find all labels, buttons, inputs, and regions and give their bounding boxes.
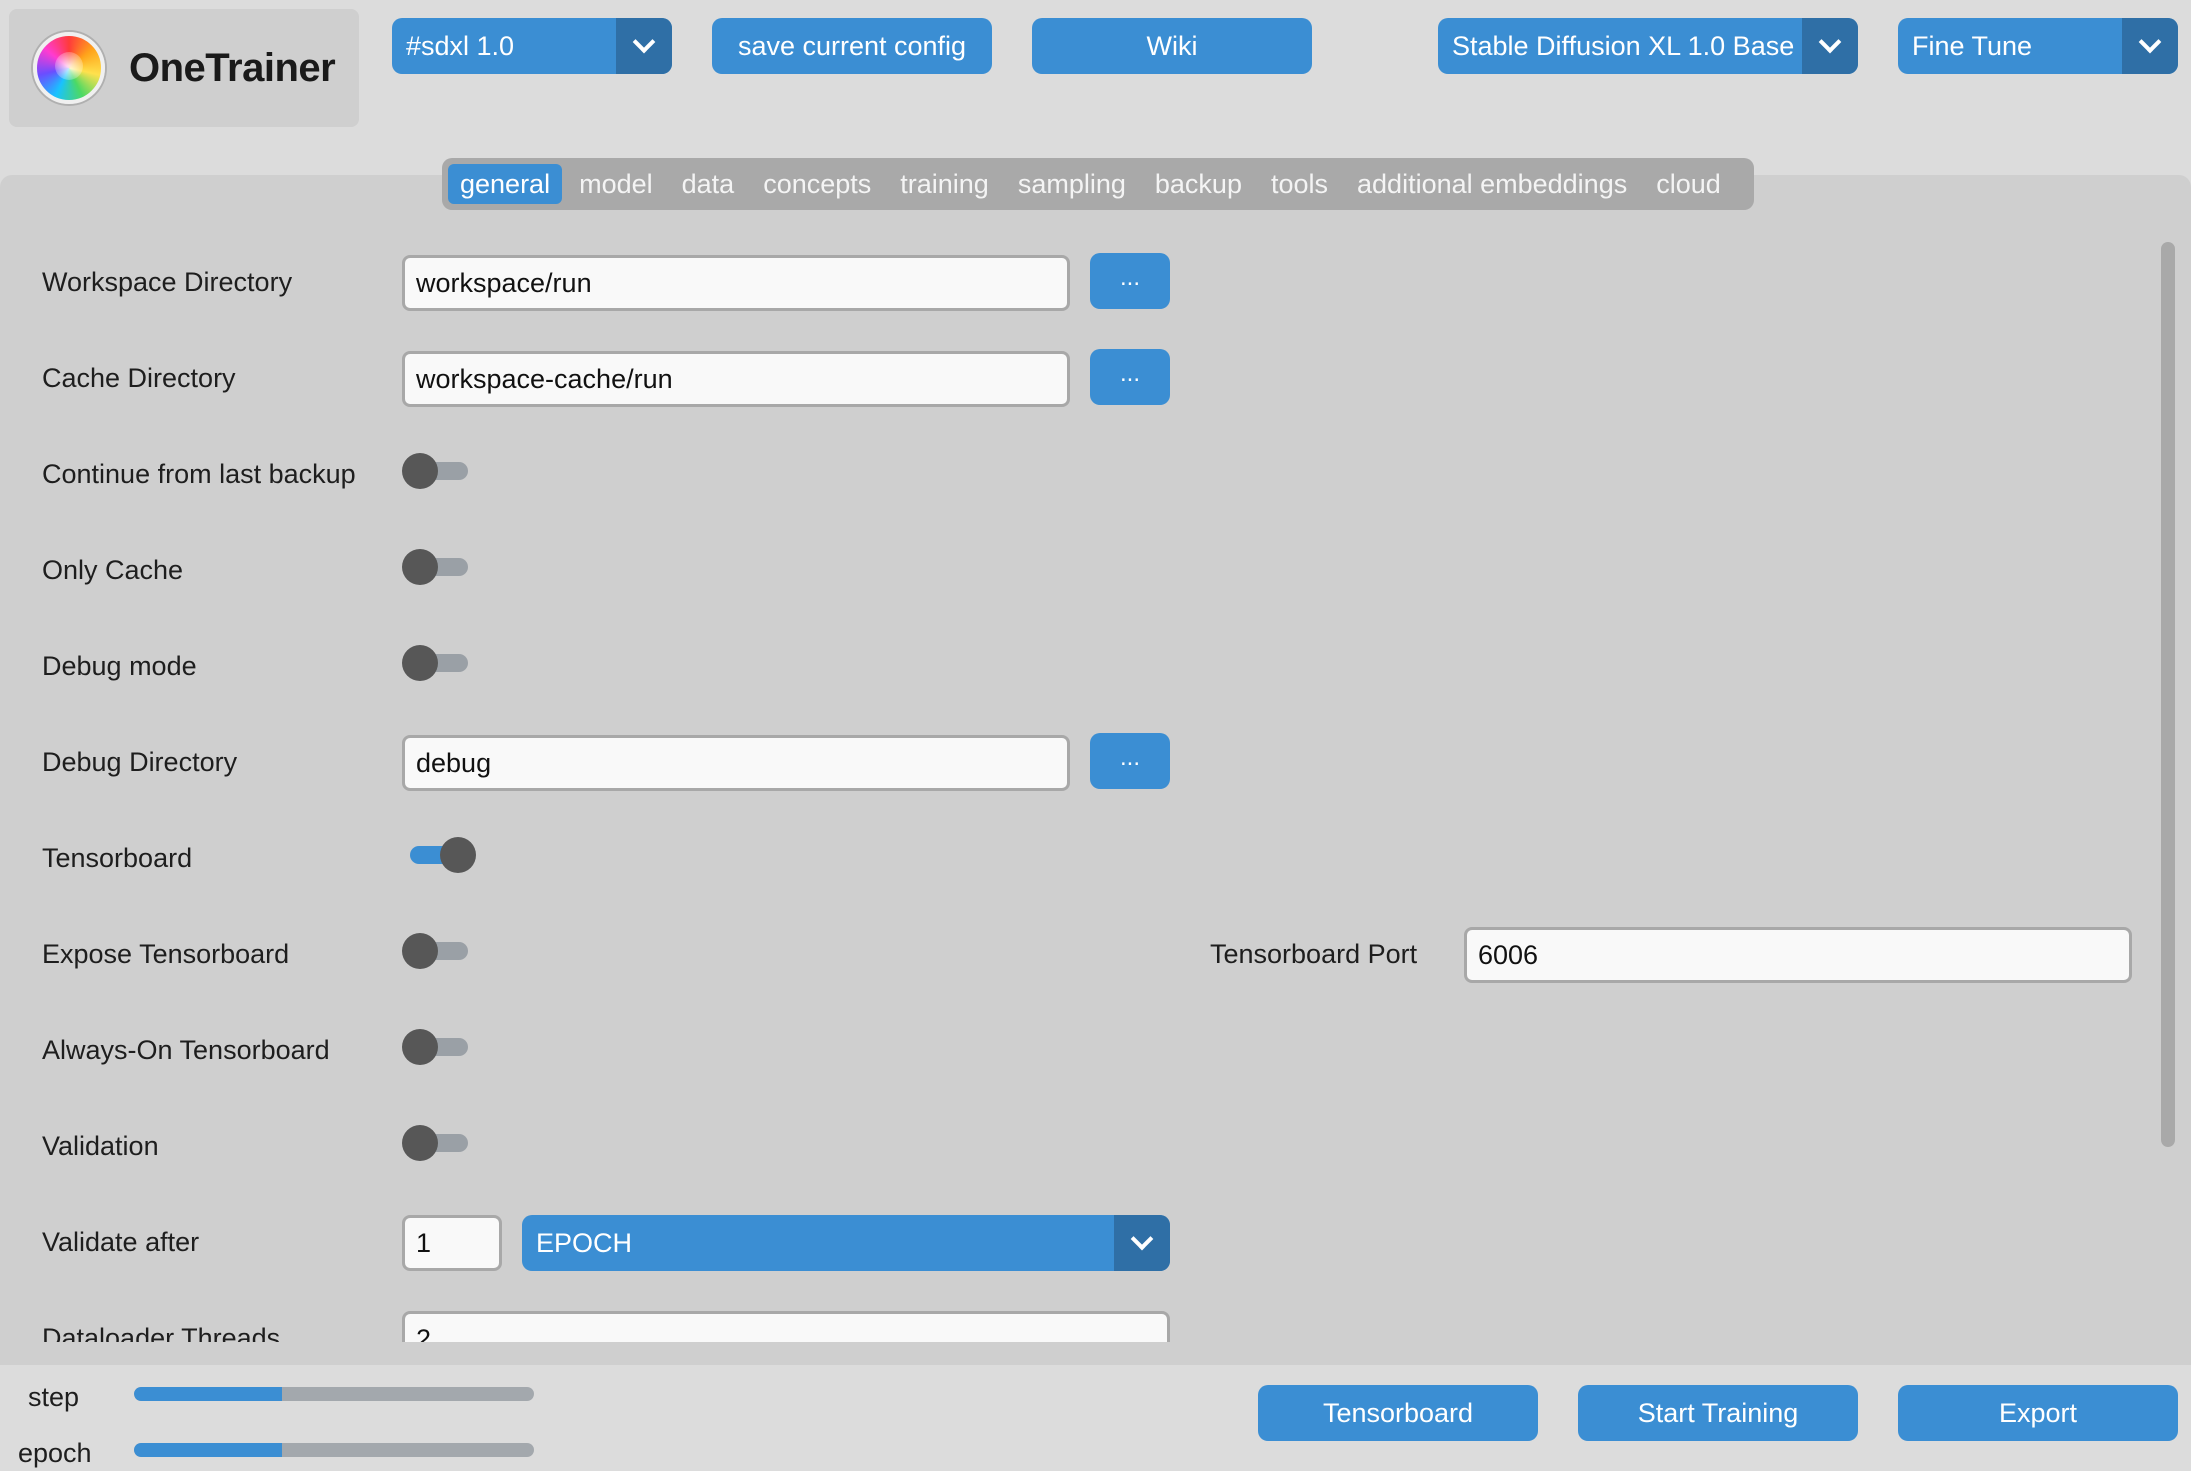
chevron-down-icon[interactable] bbox=[2122, 18, 2178, 74]
export-button[interactable]: Export bbox=[1898, 1385, 2178, 1441]
debug-dir-input[interactable]: debug bbox=[402, 735, 1070, 791]
continue-backup-label: Continue from last backup bbox=[42, 459, 356, 489]
debug-dir-label: Debug Directory bbox=[42, 747, 238, 777]
training-method-value: Fine Tune bbox=[1912, 30, 2033, 61]
workspace-dir-label: Workspace Directory bbox=[42, 267, 293, 297]
model-type-value: Stable Diffusion XL 1.0 Base bbox=[1452, 30, 1795, 61]
chevron-down-icon[interactable] bbox=[1802, 18, 1858, 74]
tab-cloud[interactable]: cloud bbox=[1656, 168, 1721, 199]
tab-additional-embeddings[interactable]: additional embeddings bbox=[1357, 168, 1628, 199]
model-type-dropdown[interactable]: Stable Diffusion XL 1.0 Base bbox=[1438, 18, 1858, 74]
only-cache-label: Only Cache bbox=[42, 555, 184, 585]
chevron-down-icon[interactable] bbox=[1114, 1215, 1170, 1271]
tab-tools[interactable]: tools bbox=[1270, 168, 1329, 199]
status-bar: step epoch Tensorboard Start Training Ex… bbox=[0, 1365, 2191, 1471]
config-preset-value: #sdxl 1.0 bbox=[406, 30, 515, 61]
wiki-button[interactable]: Wiki bbox=[1032, 18, 1312, 74]
tab-sampling[interactable]: sampling bbox=[1017, 168, 1126, 199]
validation-toggle[interactable] bbox=[402, 1123, 472, 1161]
always-on-tensorboard-label: Always-On Tensorboard bbox=[42, 1035, 330, 1065]
cache-dir-label: Cache Directory bbox=[42, 363, 236, 393]
tensorboard-port-label: Tensorboard Port bbox=[1210, 939, 1418, 969]
tab-training[interactable]: training bbox=[900, 168, 989, 199]
validate-after-input[interactable]: 1 bbox=[402, 1215, 502, 1271]
tab-general[interactable]: general bbox=[448, 164, 563, 204]
debug-mode-label: Debug mode bbox=[42, 651, 197, 681]
continue-backup-toggle[interactable] bbox=[402, 451, 472, 489]
scrollbar[interactable] bbox=[2161, 242, 2175, 1147]
tensorboard-button[interactable]: Tensorboard bbox=[1258, 1385, 1538, 1441]
step-progress-fill bbox=[134, 1387, 282, 1401]
always-on-tensorboard-toggle[interactable] bbox=[402, 1027, 472, 1065]
validate-after-unit-dropdown[interactable]: EPOCH bbox=[522, 1215, 1170, 1271]
step-label: step bbox=[28, 1382, 80, 1412]
chevron-down-icon[interactable] bbox=[616, 18, 672, 74]
tab-model[interactable]: model bbox=[579, 168, 653, 199]
onetrainer-logo-icon bbox=[33, 32, 105, 104]
validate-after-label: Validate after bbox=[42, 1227, 200, 1257]
validation-label: Validation bbox=[42, 1131, 159, 1161]
tab-data[interactable]: data bbox=[681, 168, 735, 199]
epoch-progress-bar bbox=[134, 1443, 534, 1457]
save-config-button[interactable]: save current config bbox=[712, 18, 992, 74]
epoch-progress-fill bbox=[134, 1443, 282, 1457]
expose-tensorboard-toggle[interactable] bbox=[402, 931, 472, 969]
only-cache-toggle[interactable] bbox=[402, 547, 472, 585]
scroll-clip bbox=[0, 1342, 2191, 1365]
tab-bar: general model data concepts training sam… bbox=[442, 158, 1754, 210]
training-method-dropdown[interactable]: Fine Tune bbox=[1898, 18, 2178, 74]
cache-dir-browse-button[interactable]: ... bbox=[1090, 349, 1170, 405]
workspace-dir-browse-button[interactable]: ... bbox=[1090, 253, 1170, 309]
tensorboard-port-input[interactable]: 6006 bbox=[1464, 927, 2132, 983]
debug-dir-browse-button[interactable]: ... bbox=[1090, 733, 1170, 789]
start-training-button[interactable]: Start Training bbox=[1578, 1385, 1858, 1441]
step-progress-bar bbox=[134, 1387, 534, 1401]
tensorboard-label: Tensorboard bbox=[42, 843, 193, 873]
expose-tensorboard-label: Expose Tensorboard bbox=[42, 939, 290, 969]
tab-backup[interactable]: backup bbox=[1154, 168, 1242, 199]
epoch-label: epoch bbox=[18, 1438, 92, 1468]
config-preset-dropdown[interactable]: #sdxl 1.0 bbox=[392, 18, 672, 74]
tensorboard-toggle[interactable] bbox=[402, 835, 476, 873]
cache-dir-input[interactable]: workspace-cache/run bbox=[402, 351, 1070, 407]
tab-concepts[interactable]: concepts bbox=[763, 168, 872, 199]
validate-after-unit-value: EPOCH bbox=[536, 1227, 633, 1258]
app-title: OneTrainer bbox=[129, 45, 336, 90]
app-header: OneTrainer #sdxl 1.0 save current config… bbox=[0, 0, 2191, 175]
workspace-dir-input[interactable]: workspace/run bbox=[402, 255, 1070, 311]
general-tab-panel: Workspace Directory workspace/run ... Ca… bbox=[0, 175, 2191, 1365]
app-logo: OneTrainer bbox=[9, 9, 359, 127]
debug-mode-toggle[interactable] bbox=[402, 643, 472, 681]
